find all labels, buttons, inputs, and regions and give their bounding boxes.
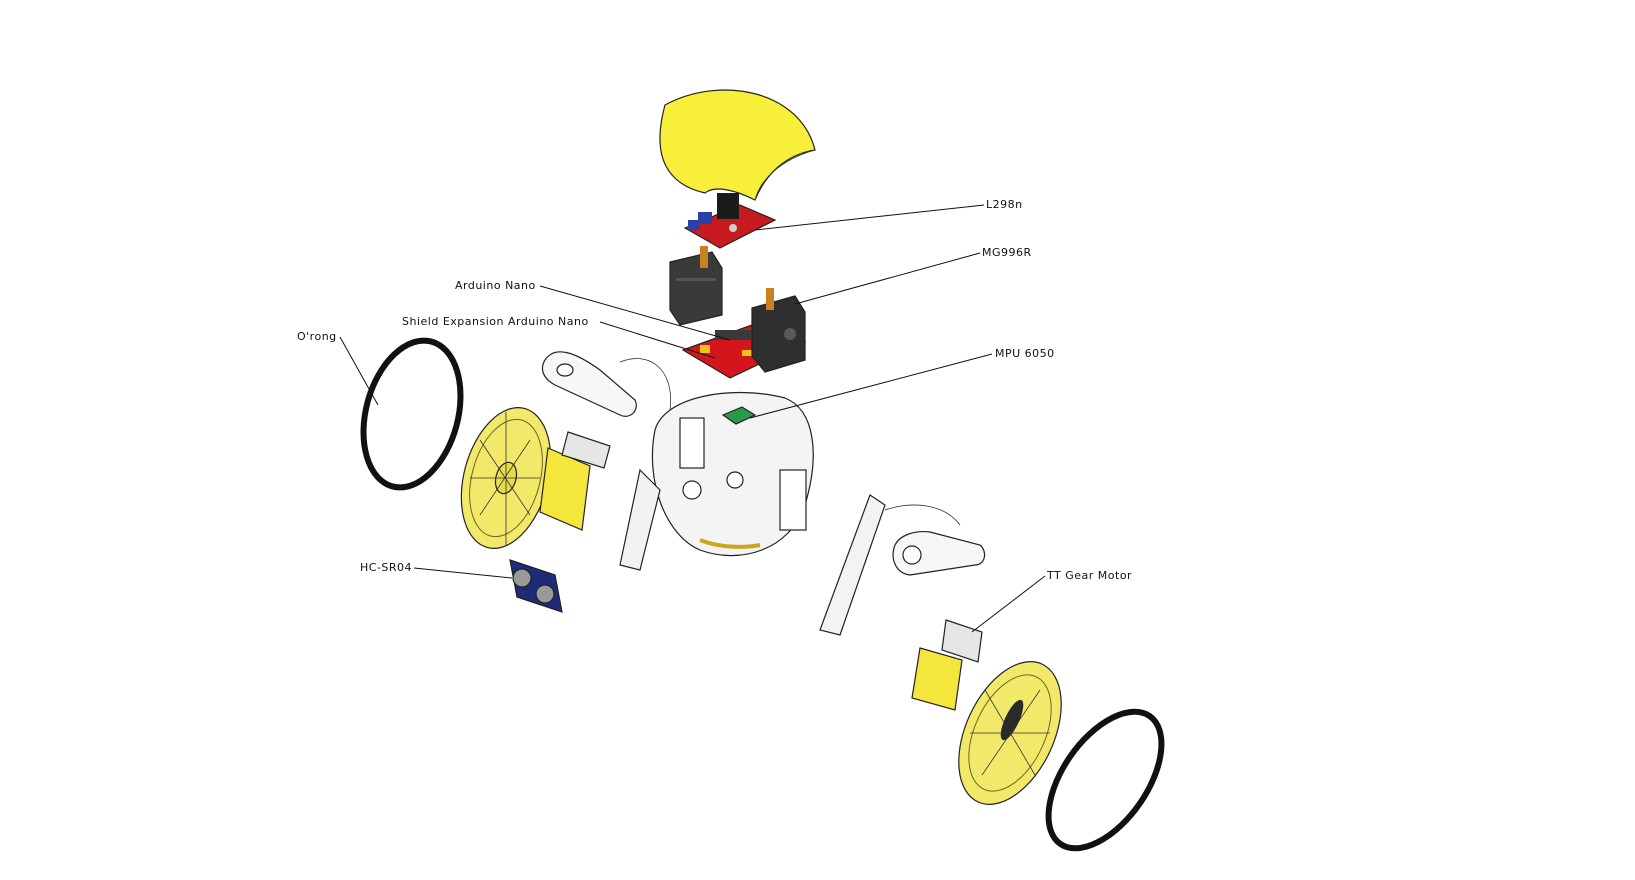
left-wheel bbox=[460, 407, 552, 549]
servo-right bbox=[751, 288, 806, 373]
right-oring bbox=[1045, 708, 1165, 852]
left-tt-gear-motor bbox=[539, 431, 611, 531]
right-wheel bbox=[958, 661, 1062, 805]
top-dome-shell bbox=[659, 89, 816, 201]
main-body-shell bbox=[651, 391, 814, 557]
l298n-board bbox=[683, 193, 777, 249]
mpu6050-board bbox=[721, 406, 757, 425]
servo-left bbox=[669, 246, 723, 326]
left-leg-bracket bbox=[541, 351, 672, 571]
right-leg-bracket bbox=[819, 494, 986, 636]
leader-lines bbox=[339, 204, 1046, 633]
label-tt-gear-motor: TT Gear Motor bbox=[1046, 569, 1132, 582]
label-oring: O'rong bbox=[297, 330, 337, 343]
label-arduino-nano: Arduino Nano bbox=[455, 279, 536, 292]
label-l298n: L298n bbox=[986, 198, 1023, 211]
left-oring bbox=[360, 337, 464, 491]
label-mg996r: MG996R bbox=[982, 246, 1032, 259]
label-shield-expansion: Shield Expansion Arduino Nano bbox=[402, 315, 589, 328]
hc-sr04-sensor bbox=[509, 559, 563, 613]
label-hc-sr04: HC-SR04 bbox=[360, 561, 412, 574]
right-tt-gear-motor bbox=[911, 619, 983, 711]
label-mpu6050: MPU 6050 bbox=[995, 347, 1055, 360]
